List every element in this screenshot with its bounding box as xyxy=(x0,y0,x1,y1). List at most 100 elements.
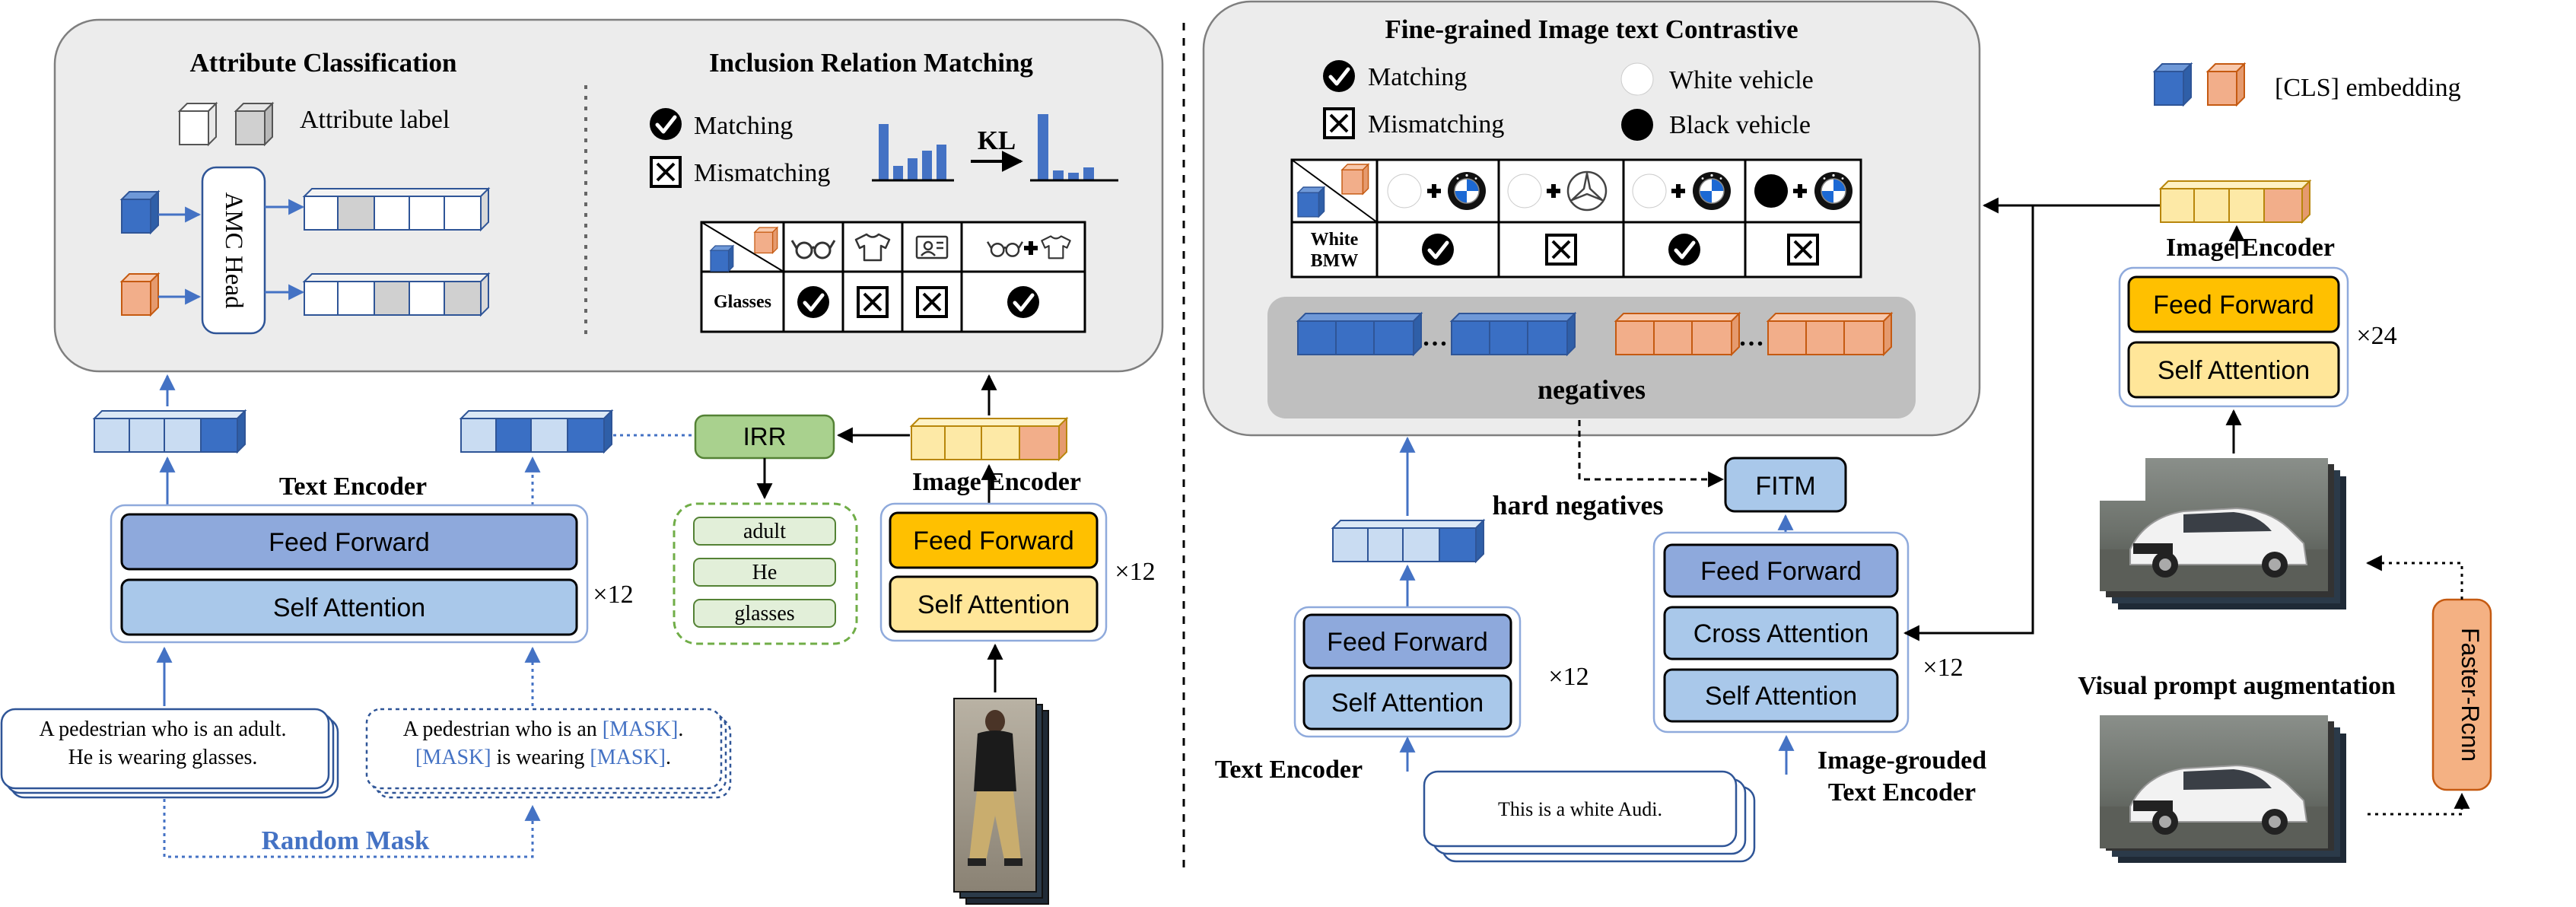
row-label-bmw: BMW xyxy=(1311,251,1359,271)
fitm-label: FITM xyxy=(1755,472,1815,501)
check-icon xyxy=(797,286,829,318)
fitm-box: FITM xyxy=(1724,457,1847,513)
glasses-row-label: Glasses xyxy=(714,292,771,312)
pedestrian-image-stack xyxy=(953,698,1049,905)
orange-cube-icon xyxy=(121,273,159,316)
white-circle-icon xyxy=(1620,62,1654,96)
amc-head-box: AMC Head xyxy=(201,166,266,335)
feed-forward-label: Feed Forward xyxy=(1700,557,1862,586)
image-feature-connector xyxy=(1903,205,2034,641)
svg-text:…: … xyxy=(1422,323,1448,352)
blue-cube-icon xyxy=(710,245,734,272)
masked-caption-line-2: [MASK] is wearing [MASK]. xyxy=(415,746,671,769)
row-label-white: White xyxy=(1311,230,1359,250)
white-circle-icon xyxy=(1507,173,1542,208)
faster-rcnn-label: Faster-Rcnn xyxy=(2457,628,2484,762)
image-grounded-label-2: Text Encoder xyxy=(1828,778,1976,807)
person-card-icon xyxy=(915,235,949,259)
amc-head-label: AMC Head xyxy=(220,192,247,309)
random-mask-connector xyxy=(163,799,541,858)
blue-cube-icon xyxy=(2154,63,2192,106)
dotted-connector xyxy=(2365,555,2463,600)
self-attention-label: Self Attention xyxy=(1331,689,1484,718)
irr-word: glasses xyxy=(734,602,794,625)
feed-forward-label: Feed Forward xyxy=(2153,291,2314,320)
x-box-icon xyxy=(1323,107,1355,139)
caption-text: This is a white Audi. xyxy=(1498,798,1662,820)
x12-label: ×12 xyxy=(593,581,633,609)
feed-forward-label: Feed Forward xyxy=(1327,628,1488,657)
x12-label: ×12 xyxy=(1548,663,1589,691)
text-cls-tokens-right xyxy=(1331,518,1486,564)
distribution-icon-left xyxy=(872,124,954,182)
hard-negatives-connector xyxy=(1578,420,1725,488)
x-box-icon xyxy=(916,286,948,318)
bmw-logo-icon xyxy=(1692,171,1732,211)
self-attention-label: Self Attention xyxy=(2158,356,2310,385)
shirt-icon xyxy=(1041,235,1071,259)
random-mask-label: Random Mask xyxy=(262,826,430,855)
caption-box-stack: A pedestrian who is an adult. He is wear… xyxy=(0,708,339,799)
x12-label: ×12 xyxy=(1922,654,1963,682)
irr-label: IRR xyxy=(743,422,787,450)
car-image-stack-top xyxy=(2099,457,2346,609)
legend-mismatching: Mismatching xyxy=(694,159,830,187)
image-encoder-label: Image Encoder xyxy=(2166,234,2335,262)
faster-rcnn-box: Faster-Rcnn xyxy=(2431,598,2492,791)
image-tokens-right xyxy=(2158,179,2312,224)
text-encoder-label: Text Encoder xyxy=(1215,756,1363,784)
text-encoder-right: Feed Forward Self Attention xyxy=(1293,606,1522,738)
image-grounded-text-encoder: Feed Forward Cross Attention Self Attent… xyxy=(1652,531,1910,734)
attribute-classification-title: Attribute Classification xyxy=(190,48,457,78)
text-cls-tokens xyxy=(92,409,247,454)
gray-cube-icon xyxy=(235,103,273,145)
masked-caption-line-1: A pedestrian who is an [MASK]. xyxy=(403,718,684,741)
check-icon xyxy=(1422,234,1454,266)
self-attention-label: Self Attention xyxy=(918,590,1070,619)
cross-attention-label: Cross Attention xyxy=(1693,619,1869,648)
distribution-icon-right xyxy=(1030,114,1118,182)
image-encoder-right: Feed Forward Self Attention xyxy=(2118,266,2349,408)
feed-forward-label: Feed Forward xyxy=(269,528,430,557)
masked-caption-box-stack: A pedestrian who is an [MASK]. [MASK] is… xyxy=(365,708,732,799)
x24-label: ×24 xyxy=(2356,322,2396,350)
kl-label: KL xyxy=(978,126,1016,155)
caption-line-1: A pedestrian who is an adult. xyxy=(39,718,286,741)
image-encoder-label: Image Encoder xyxy=(912,468,1081,496)
legend-matching: Matching xyxy=(1368,63,1467,91)
white-circle-icon xyxy=(1632,173,1667,208)
blue-cube-icon xyxy=(1297,186,1325,218)
x-box-icon xyxy=(857,286,889,318)
negatives-box: … … negatives xyxy=(1267,297,1916,418)
shirt-icon xyxy=(854,233,891,262)
irr-box: IRR xyxy=(694,414,835,460)
x-box-icon xyxy=(1545,234,1577,266)
check-icon xyxy=(650,108,682,140)
svg-text:…: … xyxy=(1738,323,1764,352)
orange-cube-icon xyxy=(754,227,778,254)
bmw-logo-icon xyxy=(1814,171,1853,211)
feed-forward-label: Feed Forward xyxy=(913,527,1074,555)
inclusion-table: Glasses xyxy=(700,221,1086,333)
x-box-icon xyxy=(1787,234,1819,266)
hard-negatives-label: hard negatives xyxy=(1493,490,1664,520)
mercedes-logo-icon xyxy=(1566,170,1608,212)
caption-line-2: He is wearing glasses. xyxy=(68,746,258,769)
vehicle-table: White BMW xyxy=(1290,158,1862,278)
attribute-label-text: Attribute label xyxy=(300,106,450,134)
check-icon xyxy=(1323,60,1355,92)
white-circle-icon xyxy=(1387,173,1422,208)
black-vehicle-label: Black vehicle xyxy=(1669,111,1811,139)
irr-words-box: adult He glasses xyxy=(673,502,858,645)
car-image-stack-bottom xyxy=(2099,714,2346,863)
black-circle-icon xyxy=(1754,174,1788,208)
image-tokens-left xyxy=(909,416,1069,462)
negatives-label: negatives xyxy=(1538,374,1646,405)
orange-cube-icon xyxy=(1341,164,1369,195)
dotted-connector xyxy=(2368,792,2470,816)
visual-prompt-label: Visual prompt augmentation xyxy=(2078,672,2396,700)
x-box-icon xyxy=(650,156,682,188)
orange-cube-icon xyxy=(2207,63,2245,106)
glasses-icon xyxy=(986,241,1024,257)
white-vehicle-label: White vehicle xyxy=(1669,66,1814,94)
